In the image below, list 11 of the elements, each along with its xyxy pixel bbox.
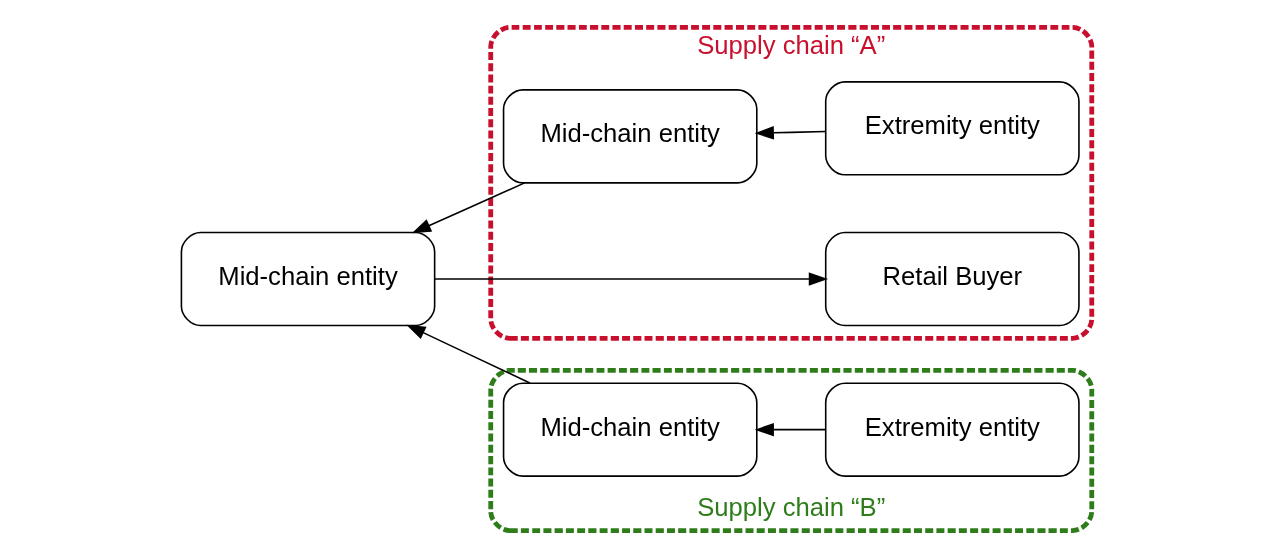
node-box: Retail Buyer bbox=[824, 231, 1080, 327]
node-box: Mid-chain entity bbox=[180, 231, 435, 327]
node-box: Extremity entity bbox=[824, 81, 1080, 176]
arrow bbox=[754, 422, 826, 437]
arrow bbox=[405, 324, 531, 384]
node-box: Extremity entity bbox=[824, 382, 1080, 477]
arrow bbox=[433, 272, 828, 286]
node-box: Mid-chain entity bbox=[502, 382, 758, 477]
node-box: Mid-chain entity bbox=[502, 89, 758, 184]
arrow bbox=[754, 126, 826, 140]
arrow bbox=[411, 182, 525, 234]
